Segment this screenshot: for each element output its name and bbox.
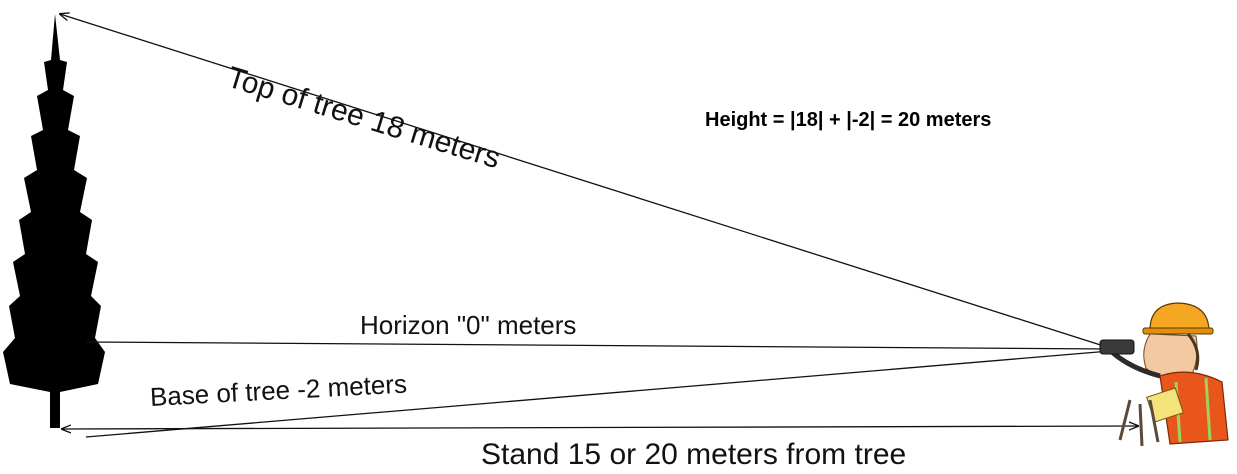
distance-label: Stand 15 or 20 meters from tree [481, 438, 907, 471]
tree-icon [3, 14, 105, 428]
surveyor-icon [1099, 302, 1229, 447]
horizon-line [85, 341, 1111, 350]
height-formula: Height = |18| + |-2| = 20 meters [705, 109, 992, 131]
horizon-label: Horizon "0" meters [360, 310, 577, 340]
distance-arrow [62, 426, 1138, 429]
top-sight-line [60, 14, 1111, 349]
